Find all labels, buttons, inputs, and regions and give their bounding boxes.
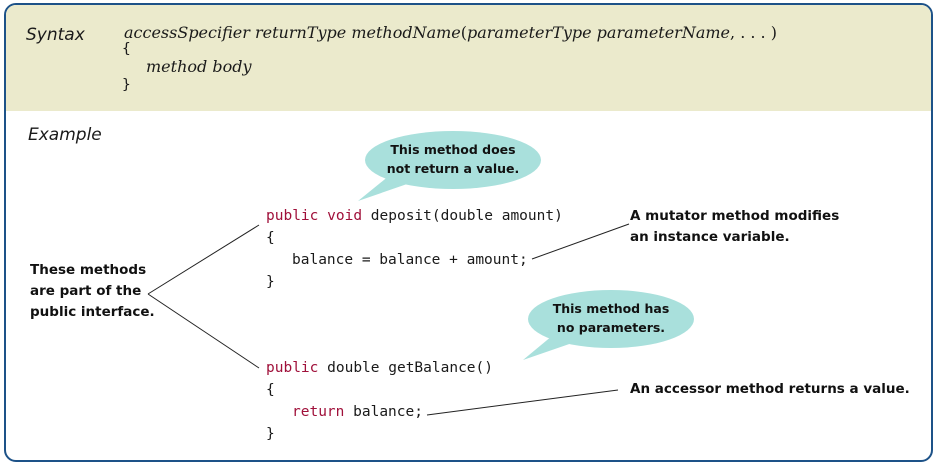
public-interface-note-line-2: are part of the (30, 283, 142, 299)
code-deposit-signature: public void deposit(double amount) (266, 208, 563, 224)
syntax-box: Syntax accessSpecifier returnType method… (4, 3, 933, 462)
bubble-getbalance-line-1: This method has (552, 301, 670, 316)
code-keyword-public: public (266, 208, 319, 224)
public-interface-note-line-3: public interface. (30, 304, 155, 320)
code-deposit-body: balance = balance + amount; (292, 252, 528, 268)
code-getbalance-signature-rest: double getBalance() (327, 360, 493, 376)
public-interface-note: These methods are part of the public inter… (30, 260, 155, 323)
mutator-note-line-2: an instance variable. (630, 229, 790, 245)
leader-public-deposit (147, 224, 260, 295)
code-getbalance-body-rest: balance; (353, 404, 423, 420)
syntax-return-type: returnType (254, 23, 347, 42)
leader-public-getbalance (147, 293, 260, 369)
syntax-signature: accessSpecifier returnType methodName(pa… (124, 23, 777, 42)
syntax-heading: Syntax (26, 25, 85, 45)
mutator-note-line-1: A mutator method modifies (630, 208, 840, 224)
syntax-open-paren: ( (460, 23, 467, 42)
syntax-access-specifier: accessSpecifier (124, 23, 250, 42)
code-deposit-signature-rest: deposit(double amount) (370, 208, 563, 224)
bubble-deposit-text: This method does not return a value. (383, 140, 523, 178)
bubble-getbalance-text: This method has no parameters. (541, 299, 681, 337)
syntax-close-brace: } (122, 77, 131, 93)
bubble-getbalance-line-2: no parameters. (556, 320, 666, 335)
leader-mutator (531, 223, 630, 260)
bubble-getbalance-tail (523, 331, 578, 360)
mutator-note: A mutator method modifies an instance var… (630, 206, 839, 248)
syntax-parameter-name: parameterName (596, 23, 731, 42)
code-getbalance-open-brace: { (266, 382, 275, 398)
bubble-getbalance-shape (528, 290, 694, 348)
syntax-parameter-type: parameterType (467, 23, 592, 42)
syntax-rest: , . . . ) (730, 23, 777, 42)
code-keyword-void: void (327, 208, 363, 224)
syntax-open-brace: { (122, 41, 131, 57)
bubble-deposit-line-1: This method does (390, 142, 516, 157)
syntax-method-body: method body (146, 57, 252, 76)
bubble-deposit-line-2: not return a value. (386, 161, 520, 176)
code-getbalance-body: return balance; (292, 404, 423, 420)
code-getbalance-signature: public double getBalance() (266, 360, 493, 376)
code-getbalance-close-brace: } (266, 426, 275, 442)
code-deposit-open-brace: { (266, 230, 275, 246)
code-keyword-public-2: public (266, 360, 319, 376)
annotation-graphics (147, 131, 694, 416)
example-heading: Example (28, 125, 102, 145)
public-interface-note-line-1: These methods (30, 262, 147, 278)
syntax-band (6, 5, 931, 111)
syntax-method-name: methodName (351, 23, 461, 42)
accessor-note: An accessor method returns a value. (630, 381, 910, 397)
code-deposit-close-brace: } (266, 274, 275, 290)
bubble-deposit-tail (358, 175, 410, 201)
bubble-deposit-shape (365, 131, 541, 189)
leader-accessor (426, 389, 619, 416)
code-keyword-return: return (292, 404, 345, 420)
